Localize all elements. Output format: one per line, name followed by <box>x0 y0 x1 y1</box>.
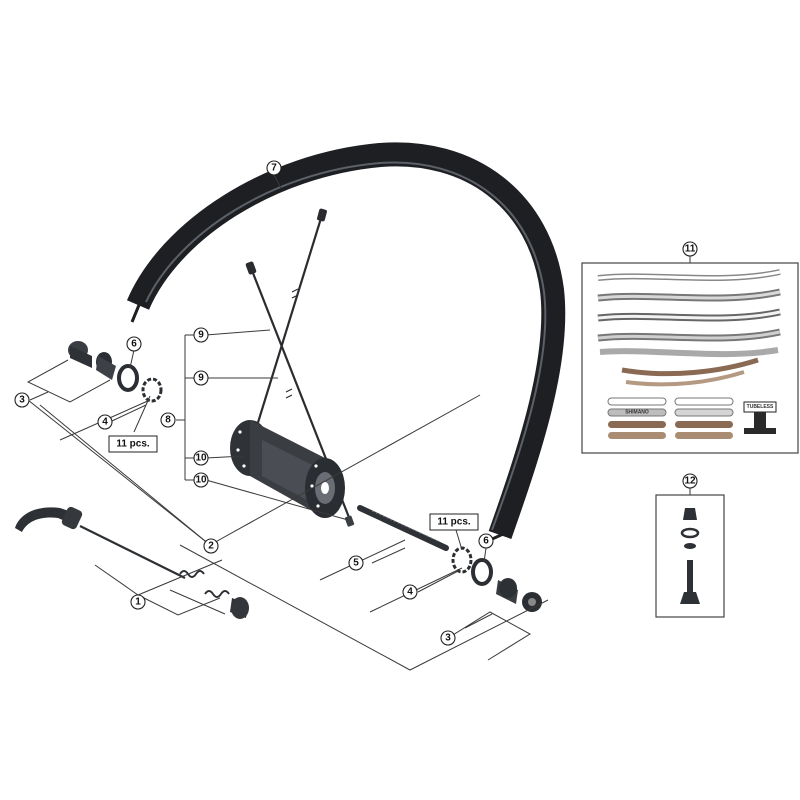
svg-text:9: 9 <box>198 330 204 341</box>
svg-text:6: 6 <box>483 536 489 547</box>
tubeless-valve <box>680 508 700 604</box>
callout-9-top: 9 <box>193 327 209 343</box>
svg-text:6: 6 <box>131 339 137 350</box>
callout-3-right: 3 <box>440 630 456 646</box>
svg-text:10: 10 <box>195 453 207 464</box>
axle <box>357 505 449 551</box>
callout-6-right: 6 <box>478 533 494 549</box>
right-washer <box>471 558 493 586</box>
svg-text:4: 4 <box>102 417 108 428</box>
quick-release <box>15 506 249 619</box>
svg-text:4: 4 <box>407 587 413 598</box>
callout-11: 11 <box>682 241 698 257</box>
rim-decal-arcs <box>597 269 781 387</box>
svg-text:TUBELESS: TUBELESS <box>747 404 774 410</box>
svg-text:2: 2 <box>208 541 214 552</box>
svg-text:11 pcs.: 11 pcs. <box>437 517 471 528</box>
callout-10-bottom: 10 <box>193 472 209 488</box>
callout-10-top: 10 <box>193 450 209 466</box>
svg-text:5: 5 <box>353 558 359 569</box>
svg-text:8: 8 <box>165 415 171 426</box>
svg-text:3: 3 <box>445 633 451 644</box>
callout-2: 2 <box>203 538 219 554</box>
svg-text:3: 3 <box>19 395 25 406</box>
rim <box>126 142 566 542</box>
callout-8: 8 <box>160 412 176 428</box>
qty-label-left: 11 pcs. <box>108 435 158 453</box>
svg-text:SHIMANO: SHIMANO <box>625 410 649 416</box>
callout-4-left: 4 <box>97 414 113 430</box>
svg-text:10: 10 <box>195 475 207 486</box>
svg-text:9: 9 <box>198 373 204 384</box>
svg-text:11 pcs.: 11 pcs. <box>116 439 150 450</box>
valve-box <box>655 494 725 618</box>
callout-9-bottom: 9 <box>193 370 209 386</box>
left-washer <box>117 364 139 392</box>
callout-5: 5 <box>348 555 364 571</box>
right-locknut <box>451 546 473 574</box>
tubeless-badge: TUBELESS <box>743 401 777 434</box>
hub-decals: SHIMANO <box>607 397 734 439</box>
left-end-cap <box>68 341 116 380</box>
callout-4-right: 4 <box>402 584 418 600</box>
callout-6-left: 6 <box>126 336 142 352</box>
hub-body <box>230 420 345 518</box>
sticker-set-box: SHIMANO TUBELESS <box>581 262 799 454</box>
svg-text:1: 1 <box>135 597 141 608</box>
callout-12: 12 <box>682 473 698 489</box>
svg-text:12: 12 <box>684 476 696 487</box>
left-locknut <box>141 377 163 403</box>
leader-lines <box>26 174 691 671</box>
right-end-cap <box>496 578 542 612</box>
callout-3-left: 3 <box>14 392 30 408</box>
callout-1: 1 <box>130 594 146 610</box>
qty-label-right: 11 pcs. <box>429 513 479 531</box>
svg-text:7: 7 <box>271 163 277 174</box>
svg-text:11: 11 <box>685 244 696 255</box>
callout-7: 7 <box>266 160 282 176</box>
